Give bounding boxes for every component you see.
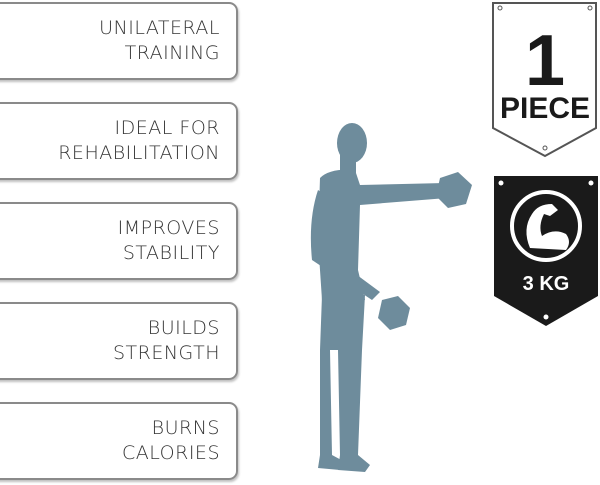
feature-rehabilitation: IDEAL FOR REHABILITATION [0,102,238,180]
feature-line: REHABILITATION [58,142,220,164]
feature-line: STRENGTH [112,342,220,364]
feature-line: CALORIES [122,442,220,464]
feature-line: IDEAL FOR [114,117,220,139]
flexed-bicep-icon [510,190,582,262]
feature-line: TRAINING [124,42,220,64]
feature-line: IMPROVES [117,217,220,239]
feature-line: BURNS [151,417,220,439]
feature-line: STABILITY [122,242,220,264]
feature-stability: IMPROVES STABILITY [0,202,238,280]
pieces-number: 1 [525,21,565,101]
weight-label: 3 KG [523,273,570,295]
pieces-label: PIECE [500,92,590,125]
feature-calories: BURNS CALORIES [0,402,238,480]
pieces-badge: 1 PIECE [492,2,597,158]
feature-line: BUILDS [147,317,220,339]
weight-badge: 3 KG [494,176,598,326]
feature-unilateral-training: UNILATERAL TRAINING [0,2,238,80]
feature-strength: BUILDS STRENGTH [0,302,238,380]
feature-line: UNILATERAL [99,17,220,39]
person-kettlebell-figure [310,123,472,472]
